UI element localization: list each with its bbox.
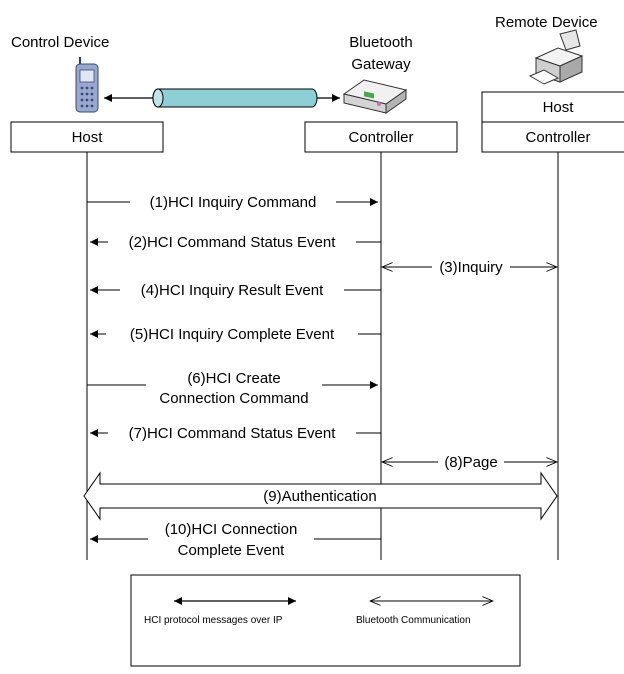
message-1-label: (1)HCI Inquiry Command [150, 194, 317, 211]
legend: HCI protocol messages over IP Bluetooth … [130, 574, 521, 667]
message-3-label: (3)Inquiry [439, 259, 503, 276]
mobile-phone-icon [75, 57, 99, 113]
message-9: (9)Authentication [83, 471, 558, 521]
message-6-label-line2: Connection Command [159, 390, 308, 407]
message-8: (8)Page [382, 452, 557, 471]
gateway-router-icon [342, 79, 408, 114]
message-5: (5)HCI Inquiry Complete Event [90, 324, 381, 343]
controller-box-mid-label: Controller [348, 129, 413, 146]
message-6: (6)HCI Create Connection Command [87, 370, 378, 410]
message-10-label-line2: Complete Event [178, 542, 286, 559]
controller-box-mid: Controller [304, 121, 458, 153]
message-9-label: (9)Authentication [263, 488, 376, 505]
gateway-label-line1: Bluetooth [349, 34, 412, 51]
message-2-label: (2)HCI Command Status Event [129, 234, 337, 251]
message-3: (3)Inquiry [382, 257, 557, 276]
control-device-label: Control Device [11, 34, 109, 51]
controller-box-right-label: Controller [525, 129, 590, 146]
message-6-label-line1: (6)HCI Create [187, 370, 280, 387]
message-2: (2)HCI Command Status Event [90, 232, 381, 251]
host-box-right: Host [481, 91, 624, 123]
message-7-label: (7)HCI Command Status Event [129, 425, 337, 442]
message-10: (10)HCI Connection Complete Event [90, 520, 381, 562]
message-4: (4)HCI Inquiry Result Event [90, 280, 381, 299]
ip-tunnel-connector [104, 88, 340, 108]
message-4-label: (4)HCI Inquiry Result Event [141, 282, 324, 299]
host-box-right-label: Host [543, 99, 575, 116]
host-box-left-label: Host [72, 129, 104, 146]
legend-ip-label: HCI protocol messages over IP [144, 615, 283, 626]
message-5-label: (5)HCI Inquiry Complete Event [130, 326, 335, 343]
message-8-label: (8)Page [444, 454, 497, 471]
printer-icon [528, 29, 584, 85]
message-10-label-line1: (10)HCI Connection [165, 521, 298, 538]
remote-device-label: Remote Device [495, 14, 598, 31]
gateway-label-line2: Gateway [351, 56, 411, 73]
message-1: (1)HCI Inquiry Command [87, 192, 378, 211]
legend-bt-label: Bluetooth Communication [356, 615, 471, 626]
controller-box-right: Controller [481, 121, 624, 153]
message-7: (7)HCI Command Status Event [90, 423, 381, 442]
host-box-left: Host [10, 121, 164, 153]
